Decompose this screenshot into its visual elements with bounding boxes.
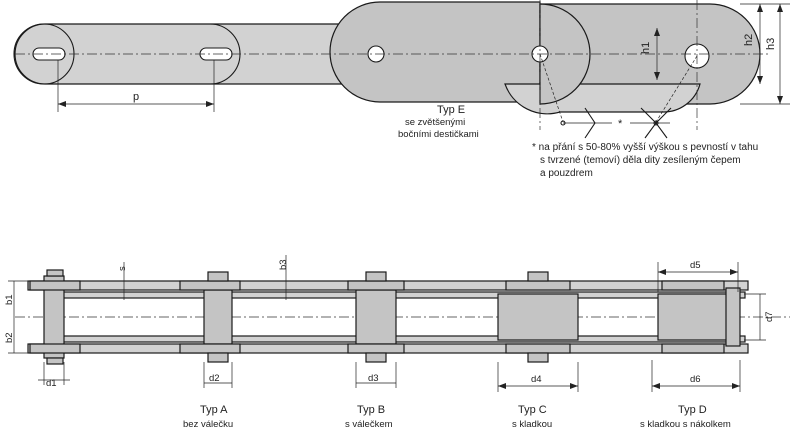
h2-label: h2 [743,34,755,46]
type-a-sub: bez válečku [183,419,233,430]
type-e-line2: bočními destičkami [398,129,479,140]
type-d-sub: s kladkou s nákolkem [640,419,731,430]
type-e-title: Typ E [437,104,465,116]
d3-label: d3 [368,373,379,384]
b2-label: b2 [4,332,15,343]
h3-label: h3 [765,38,777,50]
pin-tail-a [207,352,229,363]
type-b-sub: s válečkem [345,419,393,430]
d6-label: d6 [690,374,701,385]
pin-tail-c [527,352,549,363]
enlarged-plate-1 [329,1,541,103]
top-view: p h1 h2 h3 * Typ E se zvětšenými bočními… [13,0,790,179]
bottom-view: d1 d2 d3 d4 d6 d5 d7 s [4,255,790,430]
pin-dimension-label: b3 [278,259,289,270]
note-line1: * na přání s 50-80% vyšší výškou s pevno… [532,142,758,153]
pin-tail-b [365,352,387,363]
b1-label: b1 [4,294,15,305]
bushing-type-a [203,289,233,345]
roller-flange-d [725,287,741,347]
section-arrow-1 [584,107,596,139]
pitch-label: p [133,91,139,103]
note-star: * [618,118,623,130]
s-label: s [117,266,128,271]
d4-label: d4 [531,374,542,385]
h1-label: h1 [640,42,652,54]
roller-type-d [657,293,739,341]
d1-label: d1 [46,378,57,389]
d5-label: d5 [690,260,701,271]
note-line3: a pouzdrem [540,168,593,179]
pin-head-b [365,271,387,282]
type-a-title: Typ A [200,404,228,416]
pin-head-a [207,271,229,282]
pin-tail-1 [46,357,64,365]
d2-label: d2 [209,373,220,384]
type-b-title: Typ B [357,404,385,416]
type-d-title: Typ D [678,404,707,416]
pin-head-c [527,271,549,282]
pin-head-1 [46,269,64,277]
roller-type-c [497,293,579,341]
type-c-title: Typ C [518,404,547,416]
roller-type-b [355,289,397,345]
note-line2: s tvrzené (temoví) děla dity zesíleným č… [540,155,741,166]
d7-label: d7 [764,311,775,322]
type-c-sub: s kladkou [512,419,552,430]
type-e-line1: se zvětšenými [405,117,465,128]
